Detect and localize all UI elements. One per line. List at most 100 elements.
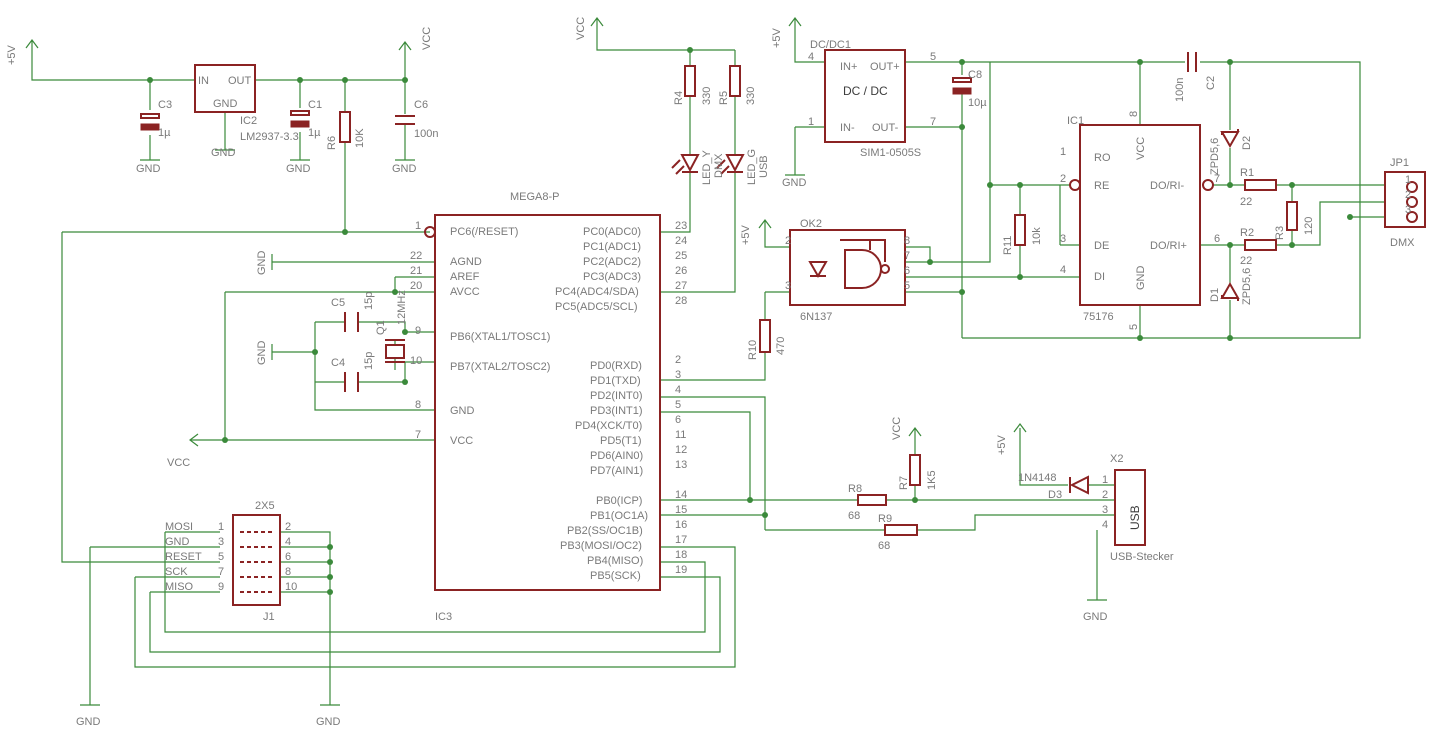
pin-ok2-8: 8 (904, 235, 910, 247)
label-gnd-agnd: GND (256, 251, 268, 276)
value-r6: 10K (354, 128, 366, 148)
pin-ic1-6: 6 (1214, 233, 1220, 245)
mega-pd7: PD7(AIN1) (590, 465, 643, 477)
value-c3: 1µ (158, 127, 171, 139)
pin-x2-4: 4 (1102, 519, 1108, 531)
pin-j1-9: 9 (218, 581, 224, 593)
value-r5: 330 (745, 87, 757, 105)
mega-vcc: VCC (450, 435, 473, 447)
ic2-gnd: GND (213, 98, 238, 110)
pin-x2-2: 2 (1102, 489, 1108, 501)
pin-ic3-8: 8 (415, 399, 421, 411)
value-c2: 100n (1174, 78, 1186, 102)
ic1-ro: RO (1094, 152, 1111, 164)
value-c8: 10µ (968, 97, 987, 109)
pin-ic1-4: 4 (1060, 264, 1066, 276)
value-x2: USB-Stecker (1110, 551, 1174, 563)
label-gnd-c6: GND (392, 163, 417, 175)
pin-dc-4: 4 (808, 51, 814, 63)
value-r3: 120 (1303, 217, 1315, 235)
value-c1: 1µ (308, 127, 321, 139)
label-mega: MEGA8-P (510, 191, 560, 203)
dc-in-minus: IN- (840, 122, 855, 134)
label-dmx-led: DMX (713, 153, 725, 178)
label-r11: R11 (1002, 236, 1014, 255)
dc-out-plus: OUT+ (870, 61, 900, 73)
dc-title: DC / DC (843, 84, 888, 98)
pin-x2-1: 1 (1102, 474, 1108, 486)
mega-aref: AREF (450, 271, 480, 283)
pin-j1-6: 6 (285, 551, 291, 563)
pin-ic3-25: 25 (675, 250, 687, 262)
value-r10: 470 (775, 337, 787, 355)
value-r9: 68 (878, 540, 890, 552)
pin-ok2-7: 7 (904, 250, 910, 262)
mega-pc1: PC1(ADC1) (583, 241, 641, 253)
ic2-in: IN (198, 75, 209, 87)
pin-ic3-2: 2 (675, 354, 681, 366)
pin-ic3-13: 13 (675, 459, 687, 471)
value-ok2: 6N137 (800, 311, 832, 323)
dc-out-minus: OUT- (872, 122, 899, 134)
pin-j1-4: 4 (285, 536, 291, 548)
pin-ic3-1: 1 (415, 220, 421, 232)
pin-j1-10: 10 (285, 581, 297, 593)
value-c6: 100n (414, 128, 438, 140)
pin-ic3-23: 23 (675, 220, 687, 232)
pin-ic1-7: 7 (1214, 173, 1220, 185)
pin-ic3-18: 18 (675, 549, 687, 561)
pin-ic1-5: 5 (1128, 324, 1140, 330)
mega-pb5: PB5(SCK) (590, 570, 641, 582)
label-c8: C8 (968, 69, 982, 81)
pin-j1-7: 7 (218, 566, 224, 578)
pin-ic3-3: 3 (675, 369, 681, 381)
mega-pb0: PB0(ICP) (596, 495, 642, 507)
label-gnd-xtal: GND (256, 341, 268, 366)
pin-j1-1: 1 (218, 521, 224, 533)
mega-pc5: PC5(ADC5/SCL) (555, 301, 638, 313)
label-usb-led: USB (758, 155, 770, 178)
pin-ic3-24: 24 (675, 235, 687, 247)
label-led-y: LED_Y (701, 149, 713, 185)
mega-pb1: PB1(OC1A) (590, 510, 648, 522)
mega-pd6: PD6(AIN0) (590, 450, 643, 462)
pin-ic1-2: 2 (1060, 173, 1066, 185)
usb-symbol-text: USB (1128, 505, 1142, 530)
pin-ok2-2: 2 (785, 235, 791, 247)
label-j1: J1 (263, 611, 275, 623)
pin-ic3-20: 20 (410, 280, 422, 292)
mega-pd5: PD5(T1) (600, 435, 642, 447)
label-x2: X2 (1110, 453, 1123, 465)
label-gnd-c3: GND (136, 163, 161, 175)
value-d1: ZPD5,6 (1241, 268, 1253, 305)
mega-pc0: PC0(ADC0) (583, 226, 641, 238)
isp-reset: RESET (165, 551, 202, 563)
isp-gnd: GND (165, 536, 190, 548)
value-r4: 330 (701, 87, 713, 105)
label-r8: R8 (848, 483, 862, 495)
pin-ic3-16: 16 (675, 519, 687, 531)
mega-avcc: AVCC (450, 286, 480, 298)
label-gnd-ic2: GND (211, 147, 236, 159)
ic1-vcc: VCC (1135, 137, 1147, 160)
part-labels: +5V VCC VCC +5V C3 1µ GND IN OUT GND IC2… (6, 17, 1415, 728)
value-r11: 10k (1031, 227, 1043, 245)
label-r2: R2 (1240, 227, 1254, 239)
value-c5: 15p (363, 292, 375, 310)
pin-ic3-17: 17 (675, 534, 687, 546)
supply-symbols (25, 17, 1107, 706)
label-r6: R6 (326, 136, 338, 150)
components (140, 49, 1426, 606)
mega-pc2: PC2(ADC2) (583, 256, 641, 268)
value-ic1: 75176 (1083, 311, 1114, 323)
mega-pb4: PB4(MISO) (587, 555, 643, 567)
pin-ic3-4: 4 (675, 384, 681, 396)
dc-in-plus: IN+ (840, 61, 857, 73)
value-r2: 22 (1240, 255, 1252, 267)
value-ic2: LM2937-3.3 (240, 131, 299, 143)
label-jp1: JP1 (1390, 157, 1409, 169)
label-r7: R7 (898, 476, 910, 490)
ic1-di: DI (1094, 271, 1105, 283)
label-r9: R9 (878, 513, 892, 525)
value-r7: 1K5 (926, 470, 938, 490)
